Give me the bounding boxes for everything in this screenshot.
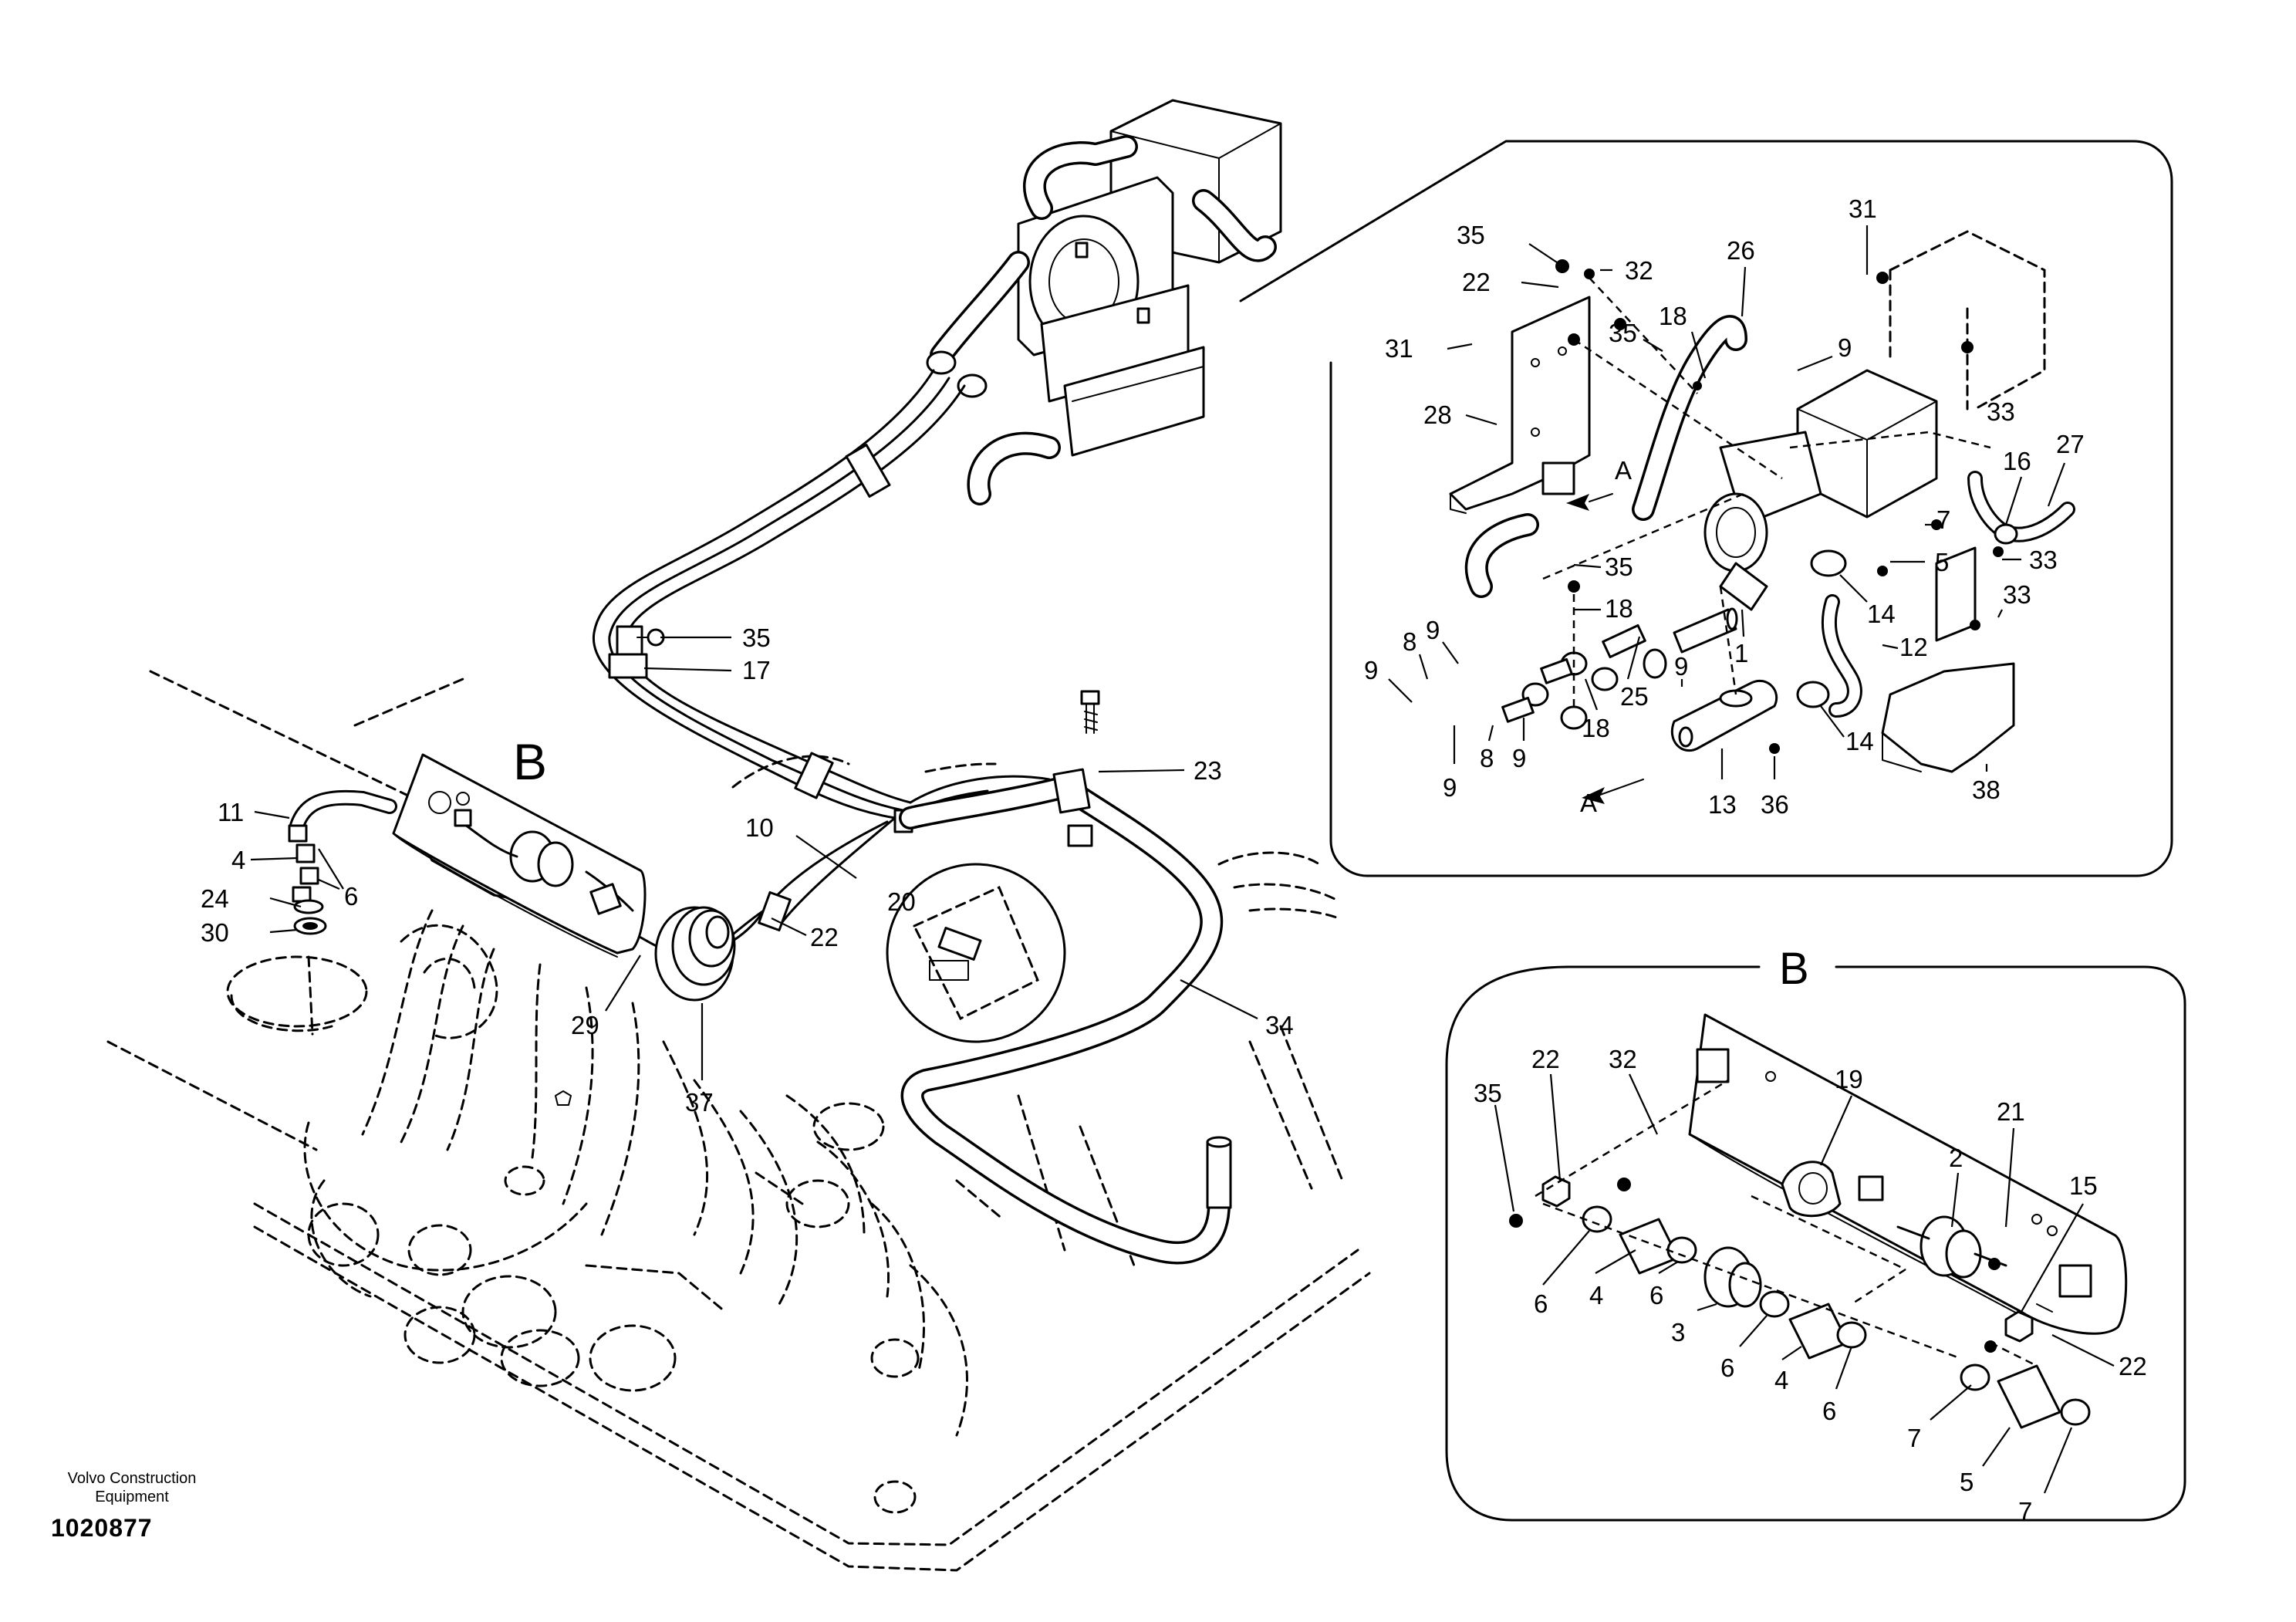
callout-18: 18: [1659, 302, 1687, 330]
callout-22: 22: [1462, 268, 1491, 296]
heater-unit: [926, 99, 1282, 505]
callout-25: 25: [1620, 682, 1649, 711]
clamp-17: [608, 628, 665, 679]
callout-9: 9: [1674, 652, 1688, 681]
manufacturer-line-2: Equipment: [95, 1489, 169, 1505]
detail-heater-parts: [1449, 230, 2075, 804]
callout-20: 20: [887, 887, 916, 916]
callout-35: 35: [1605, 552, 1633, 581]
callout-6: 6: [1534, 1289, 1548, 1318]
callout-7: 7: [1936, 505, 1950, 534]
callout-10: 10: [745, 813, 774, 842]
bolt-23: [1080, 690, 1100, 734]
manufacturer-line-1: Volvo Construction: [67, 1470, 197, 1487]
callout-15: 15: [2069, 1171, 2098, 1200]
callout-34: 34: [1265, 1011, 1294, 1039]
callout-32: 32: [1625, 256, 1653, 285]
machine-frame-outline: [106, 670, 1371, 1572]
callout-4: 4: [231, 846, 245, 874]
detail-B-marker: B: [513, 733, 547, 790]
callout-38: 38: [1972, 776, 2001, 804]
callout-6: 6: [1649, 1281, 1663, 1309]
callout-7: 7: [1907, 1424, 1921, 1452]
callout-18: 18: [1605, 594, 1633, 623]
control-plate-B: [392, 753, 647, 958]
callout-9: 9: [1443, 773, 1457, 802]
callout-30: 30: [201, 918, 229, 947]
callout-37: 37: [685, 1088, 714, 1117]
callout-26: 26: [1727, 236, 1755, 265]
pipe-11: [288, 789, 397, 935]
callout-32: 32: [1609, 1045, 1637, 1073]
callout-21: 21: [1997, 1097, 2025, 1126]
drawing-number: 1020877: [51, 1514, 153, 1542]
main-view-callouts: 35 17 23 11 4 6 24 30 10 20 22 29 37 34 …: [201, 623, 1294, 1117]
callout-9: 9: [1512, 744, 1526, 772]
callout-6: 6: [1720, 1353, 1734, 1382]
callout-35: 35: [1609, 319, 1637, 347]
callout-33: 33: [1987, 397, 2015, 426]
callout-9: 9: [1838, 333, 1852, 362]
callout-16: 16: [2003, 447, 2031, 475]
callout-8: 8: [1403, 627, 1416, 656]
callout-6: 6: [1822, 1397, 1836, 1425]
callout-31: 31: [1849, 194, 1877, 223]
callout-9: 9: [1426, 616, 1440, 644]
arrow-A-label-1: A: [1615, 456, 1632, 485]
callout-33: 33: [2029, 546, 2058, 574]
callout-4: 4: [1774, 1366, 1788, 1394]
callout-2: 2: [1949, 1144, 1963, 1172]
detail-B-callouts: B 22 32 19 21 35 2 15 6 4 6 3 6 4 6 22 7…: [1474, 944, 2147, 1526]
callout-12: 12: [1899, 633, 1928, 661]
callout-24: 24: [201, 884, 229, 913]
callout-27: 27: [2056, 430, 2085, 458]
callout-1: 1: [1734, 639, 1748, 667]
manufacturer-caption: Volvo Construction Equipment: [37, 1469, 227, 1506]
heater-hose-34: [899, 768, 1232, 1265]
callout-6: 6: [344, 882, 358, 911]
callout-8: 8: [1480, 744, 1494, 772]
callout-35: 35: [1474, 1079, 1502, 1107]
callout-33: 33: [2003, 580, 2031, 609]
callout-36: 36: [1761, 790, 1789, 819]
callout-4: 4: [1589, 1281, 1603, 1309]
callout-35: 35: [1457, 221, 1485, 249]
callout-19: 19: [1835, 1065, 1863, 1093]
grommet-37: [654, 906, 736, 1002]
callout-14: 14: [1845, 727, 1874, 755]
callout-28: 28: [1423, 400, 1452, 429]
callout-22: 22: [2119, 1352, 2147, 1380]
detail-B-parts: [1509, 1013, 2128, 1429]
callout-5: 5: [1960, 1468, 1974, 1496]
callout-17: 17: [742, 656, 771, 684]
arrow-A-label-2: A: [1580, 789, 1597, 817]
callout-13: 13: [1708, 790, 1737, 819]
callout-3: 3: [1671, 1318, 1685, 1347]
callout-14: 14: [1867, 600, 1896, 628]
inset-circle-20: [886, 863, 1066, 1043]
callout-22: 22: [1531, 1045, 1560, 1073]
detail-B-frame: [1445, 965, 2186, 1522]
callout-7: 7: [2018, 1497, 2032, 1526]
callout-35: 35: [742, 623, 771, 652]
callout-23: 23: [1194, 756, 1222, 785]
callout-22: 22: [810, 923, 839, 951]
detail-heater-callouts: 35 32 22 31 18 35 26 31 9 33 28 16 27 7 …: [1364, 194, 2085, 819]
callout-29: 29: [571, 1011, 599, 1039]
callout-9: 9: [1364, 656, 1378, 684]
detail-B-title: B: [1779, 944, 1809, 994]
callout-31: 31: [1385, 334, 1413, 363]
callout-11: 11: [218, 798, 244, 826]
detail-heater-frame: [1239, 140, 2173, 877]
callout-5: 5: [1935, 548, 1949, 576]
callout-18: 18: [1582, 714, 1610, 742]
